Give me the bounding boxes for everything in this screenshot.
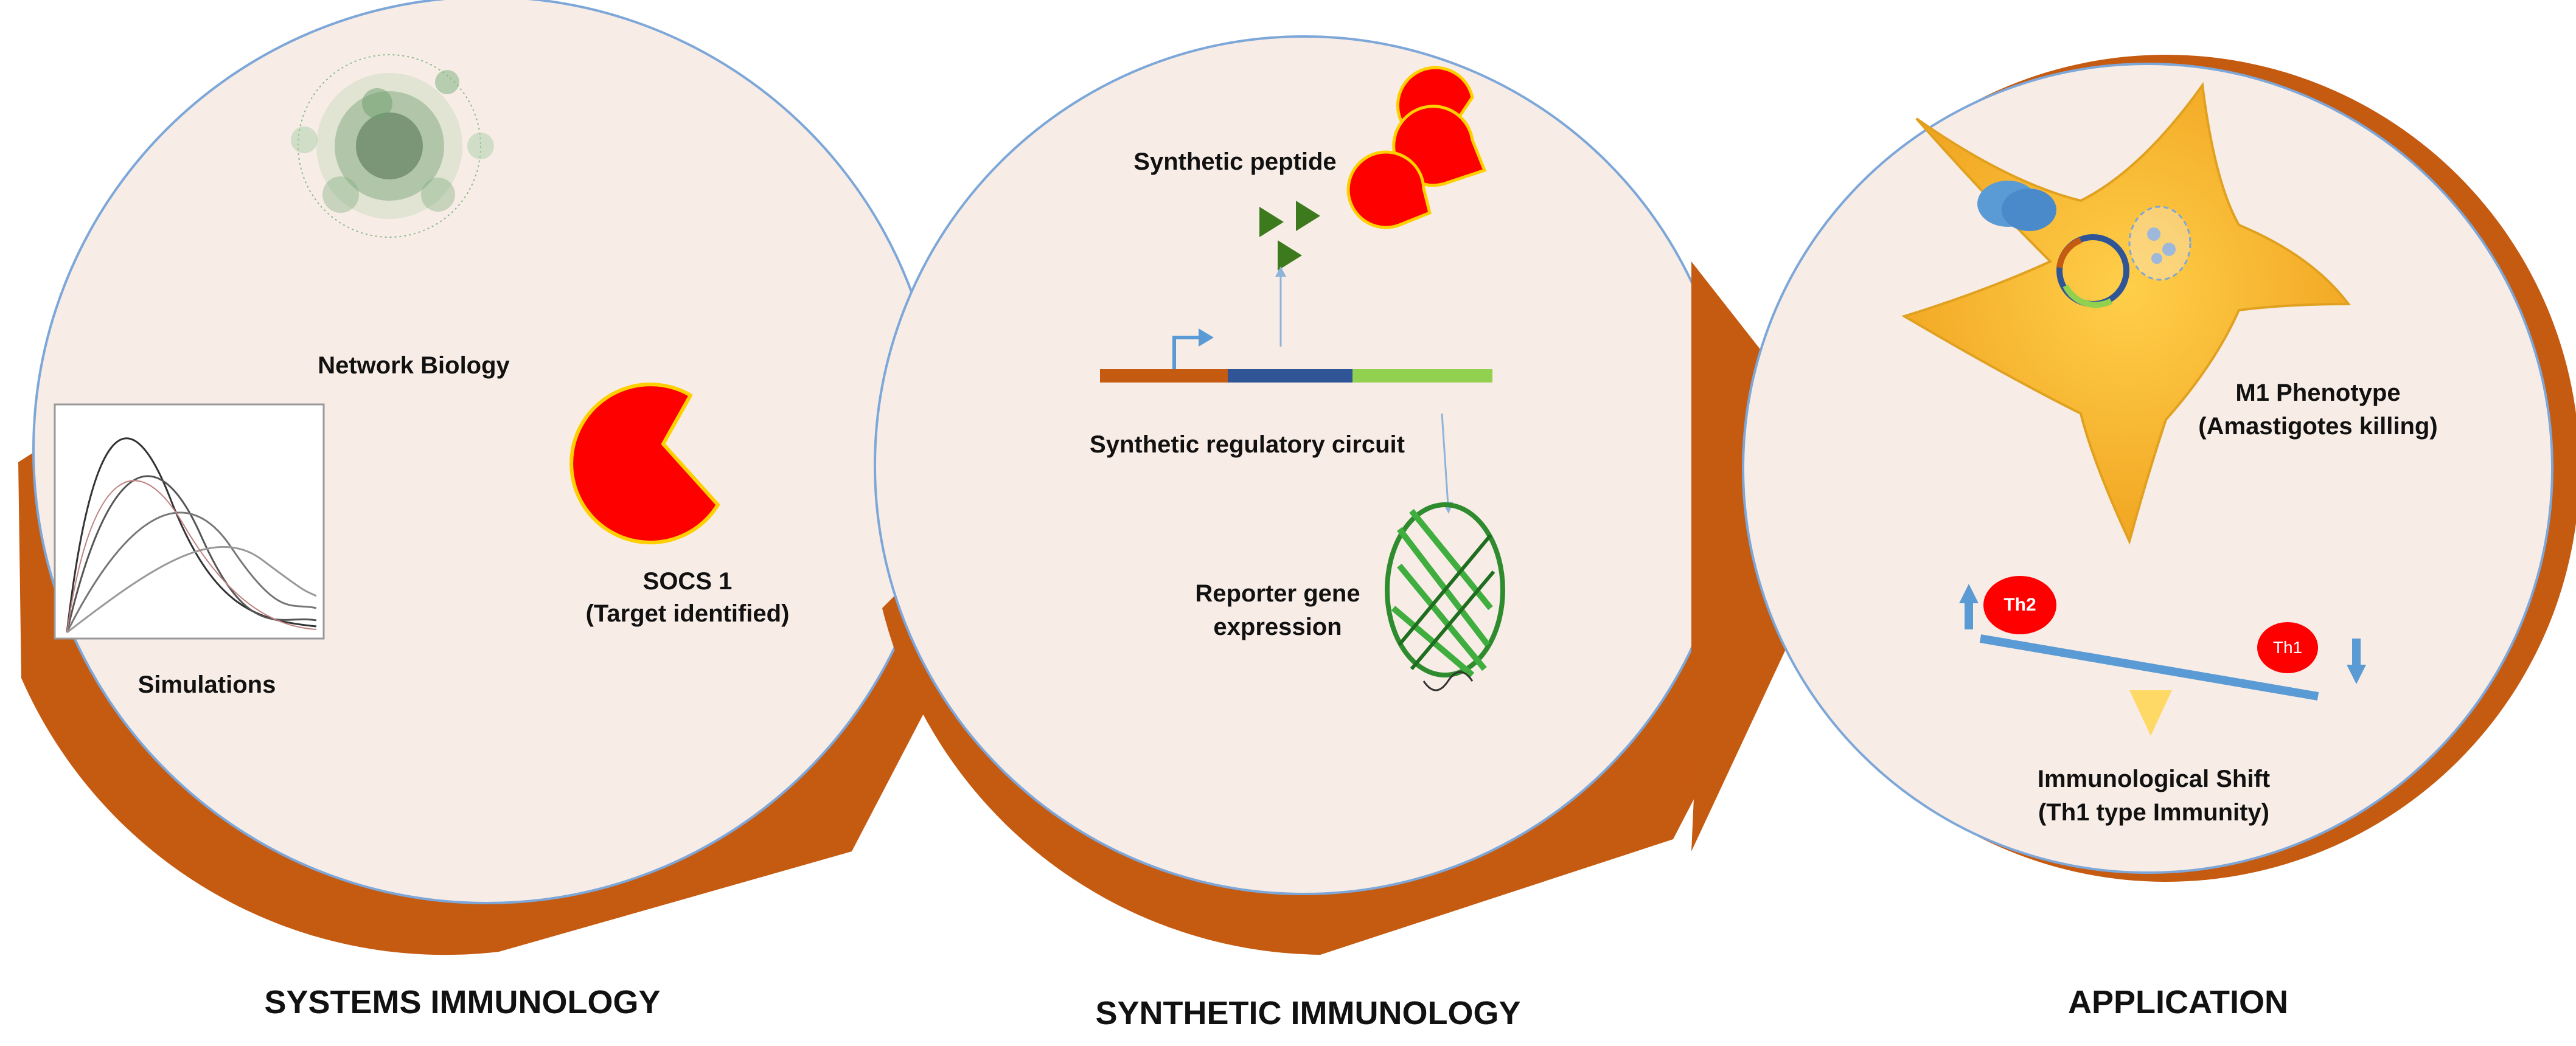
synthetic-regulatory-circuit-label: Synthetic regulatory circuit (1090, 431, 1405, 458)
target-identified-label: (Target identified) (585, 600, 790, 627)
up-arrow-icon (1965, 602, 1973, 629)
network-biology-label: Network Biology (318, 352, 510, 379)
panel-systems-immunology (18, 0, 1040, 955)
caption-synthetic-immunology: SYNTHETIC IMMUNOLOGY (1095, 995, 1521, 1031)
down-arrow-icon (2352, 639, 2361, 666)
synthetic-peptide-label: Synthetic peptide (1133, 148, 1337, 175)
caption-application: APPLICATION (2068, 984, 2288, 1020)
amastigote-vacuole-icon (2128, 206, 2191, 281)
simulations-label: Simulations (138, 671, 276, 698)
nucleus-icon (2002, 189, 2056, 231)
amastigote-icon (2151, 253, 2162, 264)
phagosome-ring-segment (2056, 237, 2082, 268)
panel-synthetic-immunology (874, 35, 1868, 955)
th1-cell-icon (2257, 622, 2318, 673)
m1-phenotype-label: M1 Phenotype (2235, 379, 2401, 406)
reporter-gene-label: Reporter gene (1195, 580, 1360, 607)
seesaw-beam (1979, 634, 2319, 701)
amastigotes-killing-label: (Amastigotes killing) (2198, 413, 2438, 440)
down-arrow-head (2347, 665, 2366, 684)
amastigote-icon (2162, 243, 2176, 256)
arrowhead-icon (1199, 328, 1214, 347)
caption-systems-immunology: SYSTEMS IMMUNOLOGY (264, 984, 661, 1020)
dna-segment-gene (1228, 369, 1352, 383)
arrowhead-icon (1275, 266, 1286, 277)
socs1-pacman-icon (569, 383, 720, 545)
peptide-triangle-icon (1296, 201, 1320, 231)
simulation-chart-icon (54, 403, 325, 640)
network-graph-icon (291, 54, 494, 238)
circuit-to-reporter-arrow (1441, 413, 1449, 505)
peptide-triangle-icon (1259, 207, 1284, 237)
phagosome-ring-segment (2063, 284, 2113, 308)
seesaw-fulcrum (2129, 690, 2172, 736)
gfp-protein-icon (1385, 502, 1505, 691)
panel-application (1742, 55, 2576, 882)
th2-cell-icon (1983, 576, 2056, 634)
promoter-arrow-icon (1172, 336, 1202, 371)
up-arrow-head (1959, 584, 1979, 603)
pacman-icon (1346, 150, 1432, 229)
th1-immunity-label: (Th1 type Immunity) (2038, 799, 2270, 826)
dna-segment-promoter (1100, 369, 1228, 383)
expression-label: expression (1213, 614, 1342, 640)
th2-label: Th2 (2003, 595, 2036, 615)
th1-label: Th1 (2272, 638, 2303, 657)
dna-segment-reporter (1352, 369, 1492, 383)
socs1-label: SOCS 1 (642, 568, 733, 595)
peptide-triangle-icon (1278, 240, 1302, 271)
immunological-shift-label: Immunological Shift (2037, 766, 2271, 792)
amastigote-icon (2147, 227, 2160, 241)
